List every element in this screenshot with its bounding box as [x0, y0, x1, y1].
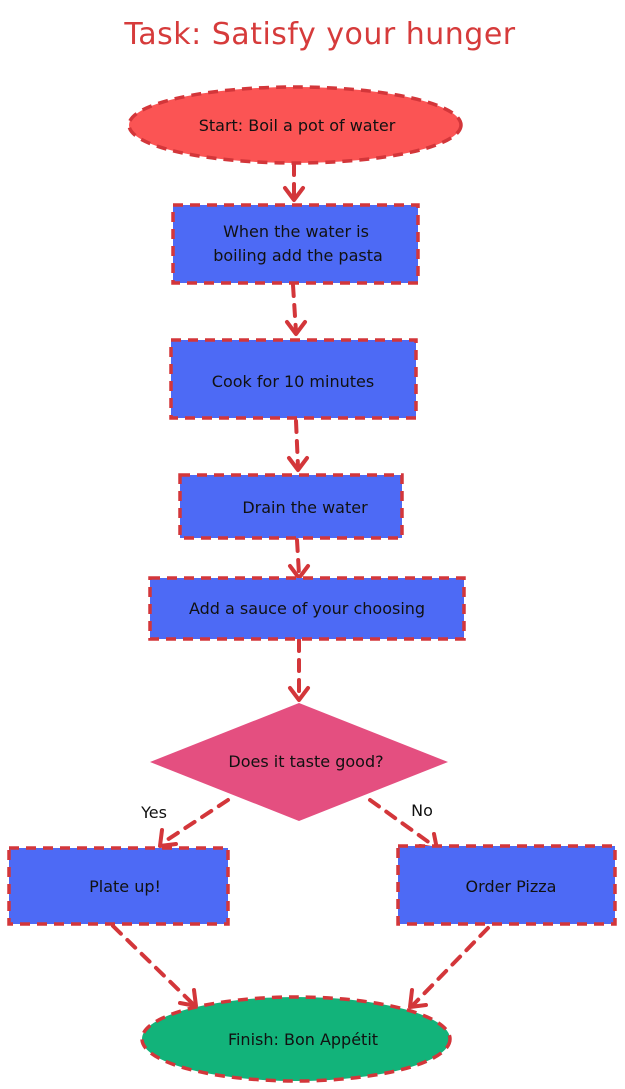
sauce-box — [148, 576, 466, 641]
arrowhead — [287, 456, 309, 472]
edge-decision-to-plate — [162, 798, 230, 844]
edge-order-to-finish — [412, 926, 490, 1006]
node-start: Start: Boil a pot of water — [127, 85, 463, 165]
edge-label-yes: Yes — [140, 803, 167, 822]
start-oval — [127, 85, 463, 165]
diagram-title: Task: Satisfy your hunger — [123, 17, 515, 52]
decision-diamond — [150, 703, 448, 821]
order-box — [396, 844, 617, 926]
edge-label-no: No — [411, 801, 433, 820]
node-drain: Drain the water — [178, 473, 404, 540]
node-cook: Cook for 10 minutes — [169, 338, 418, 420]
edge-add-pasta-to-cook — [291, 283, 298, 334]
arrowhead — [283, 186, 305, 202]
arrowhead — [158, 828, 178, 848]
cook-box — [169, 338, 418, 420]
plate-box — [7, 846, 230, 926]
node-finish-label: Finish: Bon Appétit — [228, 1030, 378, 1049]
node-sauce: Add a sauce of your choosing — [148, 576, 466, 641]
node-finish: Finish: Bon Appétit — [140, 995, 452, 1083]
node-start-label: Start: Boil a pot of water — [199, 116, 396, 135]
edge-decision-to-order — [368, 798, 436, 848]
arrowhead — [288, 686, 310, 702]
node-cook-label: Cook for 10 minutes — [212, 372, 374, 391]
node-order: Order Pizza — [396, 844, 617, 926]
edge-cook-to-drain — [294, 419, 300, 469]
node-sauce-label: Add a sauce of your choosing — [189, 599, 425, 618]
node-decision: Does it taste good? — [150, 703, 448, 821]
finish-oval — [140, 995, 452, 1083]
arrowhead — [285, 320, 307, 336]
drain-box — [178, 473, 404, 540]
node-decision-label: Does it taste good? — [228, 752, 383, 771]
node-add-pasta-line-2: boiling add the pasta — [213, 246, 383, 265]
node-add-pasta: When the water is boiling add the pasta — [171, 203, 420, 285]
arrowhead — [408, 988, 428, 1009]
node-drain-label: Drain the water — [242, 498, 368, 517]
node-add-pasta-line-1: When the water is — [223, 222, 369, 241]
edge-plate-to-finish — [111, 924, 194, 1005]
node-plate: Plate up! — [7, 846, 230, 926]
node-order-label: Order Pizza — [466, 877, 557, 896]
edge-drain-to-sauce — [295, 538, 301, 576]
add-pasta-box — [171, 203, 420, 285]
node-plate-label: Plate up! — [89, 877, 161, 896]
